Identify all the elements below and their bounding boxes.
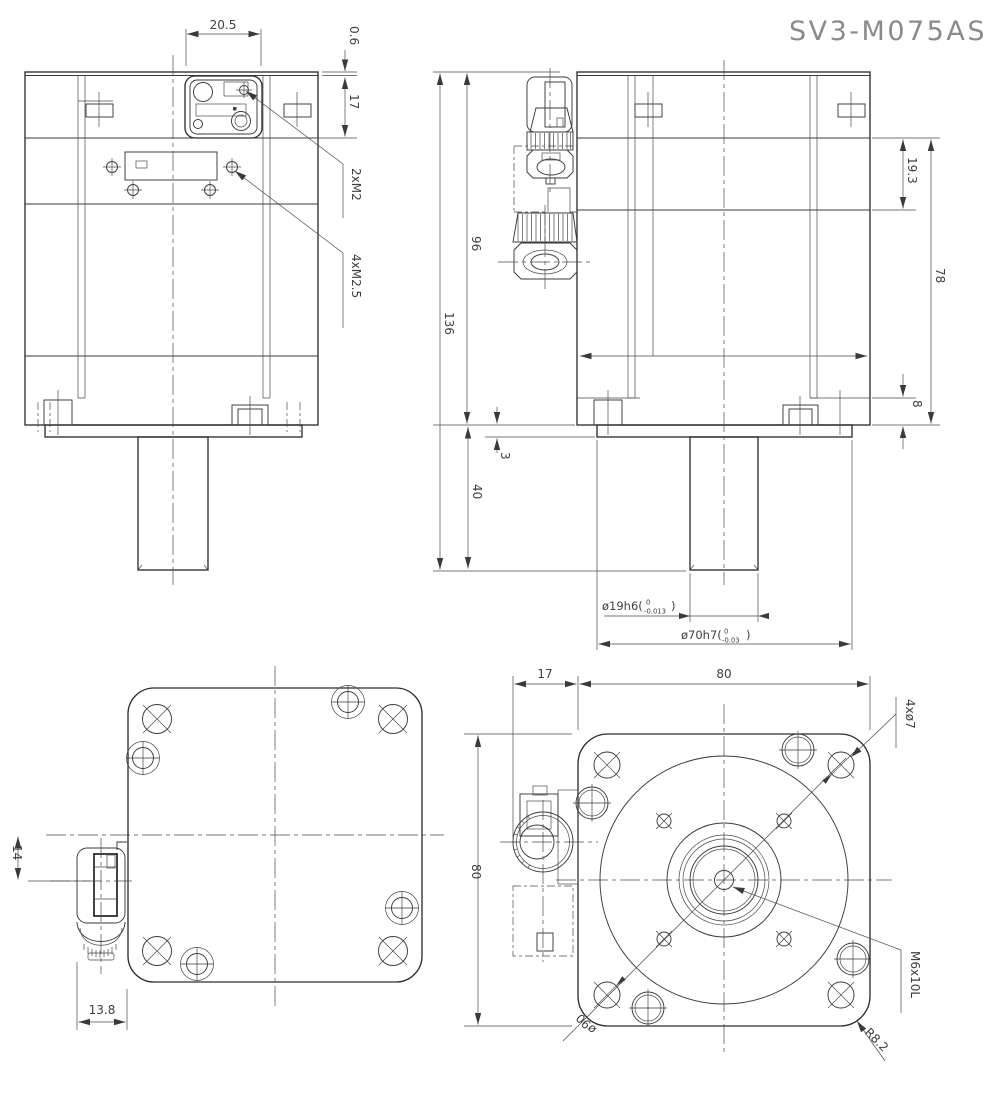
label-text: R8.2 [862, 1025, 891, 1054]
dim-total-length: 136 [433, 73, 686, 572]
tie-rod-seams [37, 75, 301, 432]
label-shaft-thread: M6x10L [732, 886, 922, 1013]
cable-gland [498, 205, 592, 290]
label-text: 4xø7 [903, 699, 917, 729]
dim-connector-width: 20.5 [185, 18, 262, 66]
motor-body-outline [24, 71, 319, 571]
label-corner-radius: R8.2 [856, 1020, 891, 1062]
dim-flange-height: 80 [464, 733, 572, 1027]
dim-frame-length: 78 [872, 139, 947, 426]
tie-rod-seams [627, 75, 818, 399]
dim-text: 14 [10, 845, 24, 860]
dim-body-length: 96 [433, 71, 575, 426]
tol-lower: -0.013 [644, 608, 666, 616]
label-text: 2xM2 [349, 168, 363, 201]
dim-text: 8 [910, 400, 924, 408]
dim-text: ø19h6( [602, 599, 643, 613]
label-cover-screws: 4xM2.5 [234, 170, 363, 328]
front-view: 20.5 0.6 17 2xM2 4xM2.5 [24, 18, 363, 585]
nameplate-screws [103, 158, 241, 199]
motor-body-outline [576, 71, 871, 571]
mounting-tabs [43, 92, 312, 435]
flange-mount-holes [593, 751, 855, 1009]
tie-rod-holes [126, 685, 419, 981]
dim-flange-width: 80 [579, 667, 871, 730]
dim-pilot-height: 3 [485, 407, 595, 460]
dim-text: 40 [470, 484, 484, 499]
tol-upper: 0 [724, 628, 728, 636]
tie-rod-holes [573, 731, 870, 1026]
label-connector-screws: 2xM2 [245, 90, 363, 218]
mounting-tabs [593, 92, 866, 435]
dim-text: 80 [469, 864, 483, 879]
bolt-circle-text: ø90 [573, 1011, 599, 1037]
dim-text: 0.6 [347, 26, 361, 45]
dim-text: 78 [933, 268, 947, 283]
dim-shaft-diameter: ø19h6( 0 -0.013 ) [602, 573, 769, 622]
pilot-screw-holes [655, 812, 793, 948]
dim-text: 3 [498, 452, 512, 460]
dim-text: ø70h7( [681, 628, 722, 642]
nameplate [124, 151, 218, 181]
face-view: ø90 4xø7 M6x10L R8.2 17 80 80 [464, 667, 922, 1062]
dim-gland-protrusion: 17 [512, 667, 579, 838]
dim-text: 136 [442, 312, 456, 335]
dim-shaft-length: 40 [464, 427, 484, 569]
drawing-title: SV3-M075AS [789, 16, 987, 47]
top-view: 14 13.8 [10, 666, 444, 1030]
dim-text: 13.8 [89, 1003, 116, 1017]
corner-screw-holes [142, 704, 408, 966]
tol-upper: 0 [646, 599, 650, 607]
dim-connector-protrusion: 13.8 [76, 962, 128, 1030]
dim-connector-offset: 14 [10, 836, 90, 882]
label-text: 4xM2.5 [349, 254, 363, 298]
bolt-circle-diagonal: ø90 [562, 757, 847, 1042]
dim-text: 19.3 [905, 157, 919, 184]
dim-text: 17 [347, 94, 361, 109]
side-gland-front [500, 785, 598, 962]
dim-rear-cover: 17 [264, 77, 361, 139]
dim-rear-section: 19.3 [872, 137, 940, 211]
side-view: 96 136 3 40 19.3 78 8 ø19h6( 0 -0.013 [433, 60, 947, 650]
dim-top-lip: 0.6 [322, 26, 361, 76]
top-centerlines [46, 666, 444, 1006]
tol-lower: -0.03 [722, 637, 740, 645]
side-connector [50, 838, 132, 974]
dim-pilot-diameter: ø70h7( 0 -0.03 ) [596, 440, 853, 650]
encoder-connector [184, 75, 263, 139]
dim-close: ) [746, 628, 751, 642]
pilot-and-shaft-circles [599, 755, 849, 1005]
dim-text: 20.5 [210, 18, 237, 32]
dim-close: ) [671, 599, 676, 613]
label-mount-holes: 4xø7 [850, 697, 917, 758]
encoder-connector-gland [526, 68, 574, 196]
dim-text: 96 [469, 236, 483, 251]
dim-mount-thickness: 8 [872, 374, 924, 449]
dim-text: 17 [537, 667, 552, 681]
label-text: M6x10L [908, 951, 922, 998]
dim-text: 80 [716, 667, 731, 681]
gland-mount-plate [513, 145, 577, 213]
